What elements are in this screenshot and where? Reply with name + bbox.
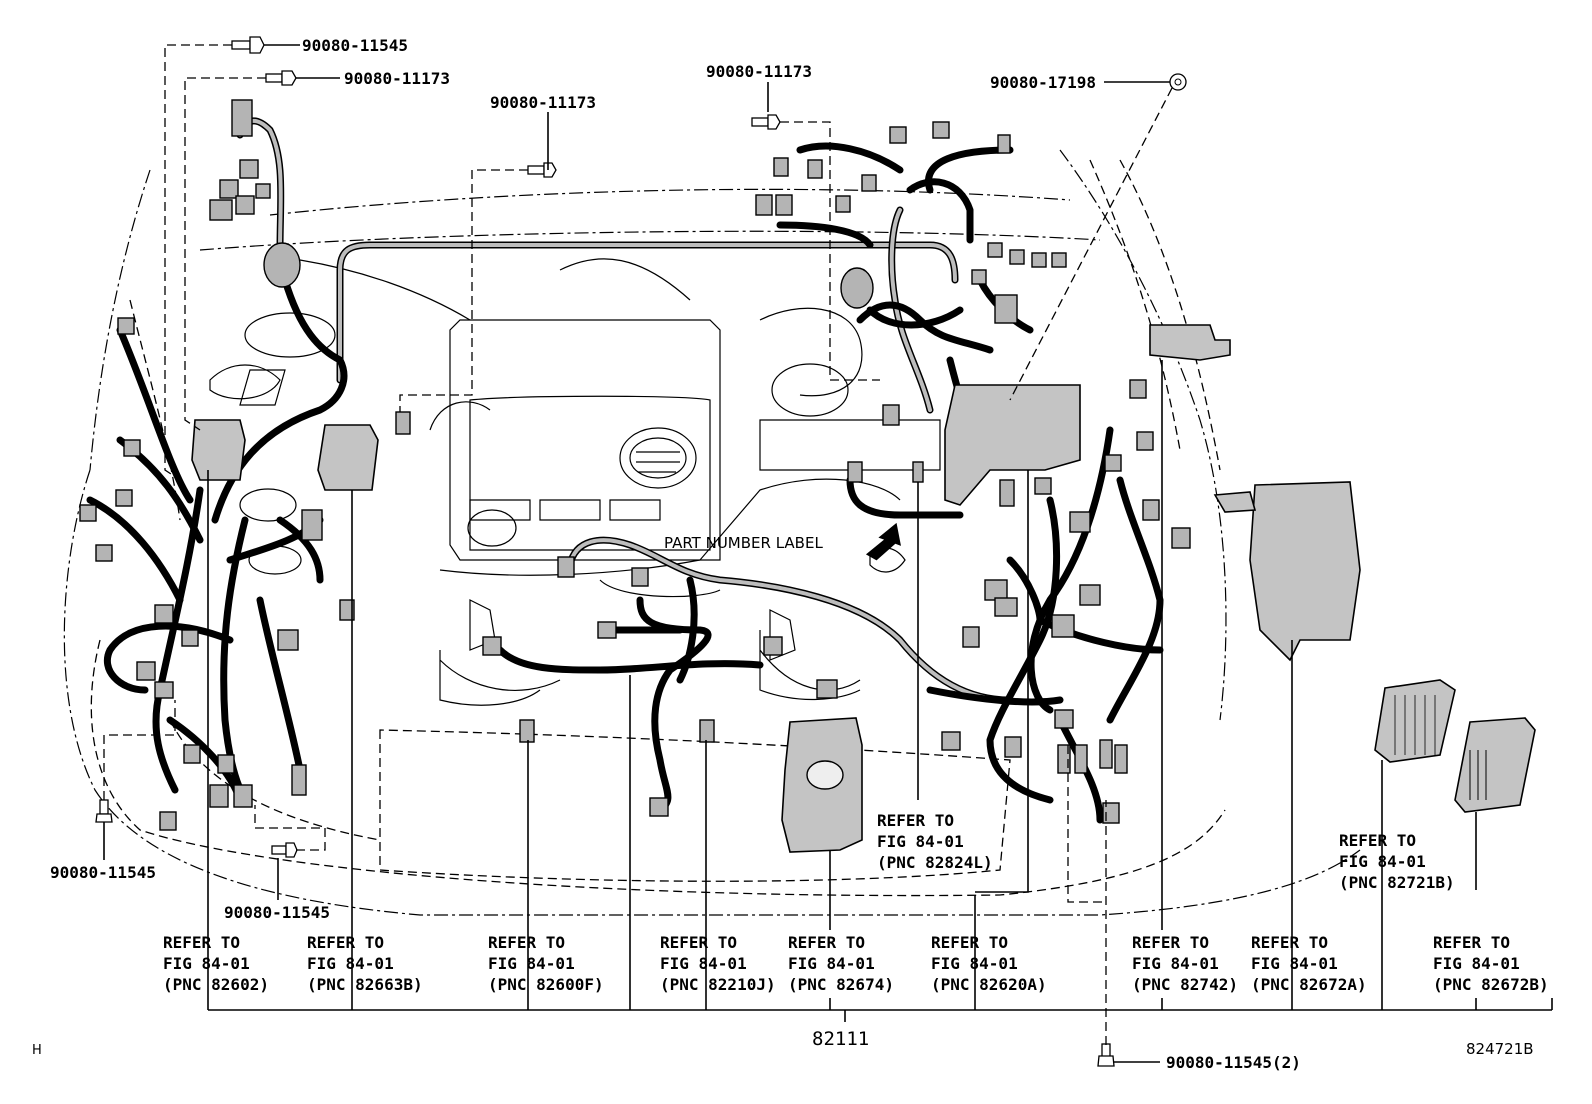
svg-text:(PNC 82672A): (PNC 82672A) (1251, 975, 1367, 994)
main-part-number: 82111 (812, 1028, 869, 1050)
fastener-label: 90080-17198 (990, 73, 1096, 92)
bolt-icon (527, 162, 557, 178)
main-harness (86, 117, 1164, 824)
bolt-icon (271, 842, 298, 858)
svg-text:REFER TO: REFER TO (488, 933, 565, 952)
svg-text:FIG 84-01: FIG 84-01 (877, 832, 964, 851)
svg-text:(PNC 82620A): (PNC 82620A) (931, 975, 1047, 994)
callout-pnc-82742: REFER TO FIG 84-01 (PNC 82742) (1132, 933, 1238, 994)
svg-text:FIG 84-01: FIG 84-01 (660, 954, 747, 973)
svg-text:(PNC 82674): (PNC 82674) (788, 975, 894, 994)
svg-text:REFER TO: REFER TO (163, 933, 240, 952)
svg-text:REFER TO: REFER TO (1433, 933, 1510, 952)
callout-pnc-82600f: REFER TO FIG 84-01 (PNC 82600F) (488, 933, 604, 994)
connectors (79, 99, 1191, 831)
svg-text:(PNC 82824L): (PNC 82824L) (877, 853, 993, 872)
callout-pnc-82663b: REFER TO FIG 84-01 (PNC 82663B) (307, 933, 423, 994)
svg-text:REFER TO: REFER TO (1339, 831, 1416, 850)
svg-text:REFER TO: REFER TO (660, 933, 737, 952)
svg-text:(PNC 82672B): (PNC 82672B) (1433, 975, 1549, 994)
part-number-label: PART NUMBER LABEL (664, 534, 823, 552)
fastener-label: 90080-11173 (490, 93, 596, 112)
callout-pnc-82602: REFER TO FIG 84-01 (PNC 82602) (163, 933, 269, 994)
svg-text:REFER TO: REFER TO (1132, 933, 1209, 952)
svg-text:REFER TO: REFER TO (1251, 933, 1328, 952)
svg-text:REFER TO: REFER TO (931, 933, 1008, 952)
svg-text:FIG 84-01: FIG 84-01 (1433, 954, 1520, 973)
callout-leaders (207, 360, 1553, 1022)
callout-pnc-82721b: REFER TO FIG 84-01 (PNC 82721B) (1339, 831, 1455, 892)
engine-bay-outline (63, 149, 1361, 916)
fastener-label: 90080-11173 (344, 69, 450, 88)
callout-pnc-82824l: REFER TO FIG 84-01 (PNC 82824L) (877, 811, 993, 872)
fastener-label: 90080-11545 (224, 903, 330, 922)
bolt-icon (751, 114, 781, 130)
callout-pnc-82672a: REFER TO FIG 84-01 (PNC 82672A) (1251, 933, 1367, 994)
bolt-icon (1097, 1043, 1115, 1067)
fastener-label: 90080-11545 (50, 863, 156, 882)
callout-pnc-82674: REFER TO FIG 84-01 (PNC 82674) (788, 933, 894, 994)
bolt-icon (265, 70, 297, 86)
fastener-label: 90080-11545 (302, 36, 408, 55)
relay-blocks (191, 324, 1536, 853)
svg-text:(PNC 82602): (PNC 82602) (163, 975, 269, 994)
svg-text:(PNC 82721B): (PNC 82721B) (1339, 873, 1455, 892)
figure-code: 824721B (1466, 1040, 1534, 1058)
svg-text:(PNC 82742): (PNC 82742) (1132, 975, 1238, 994)
fastener-label: 90080-11545(2) (1166, 1053, 1301, 1072)
bolt-icon (95, 799, 113, 823)
callout-pnc-82672b: REFER TO FIG 84-01 (PNC 82672B) (1433, 933, 1549, 994)
bolt-icon (231, 36, 265, 54)
svg-text:FIG 84-01: FIG 84-01 (1132, 954, 1219, 973)
svg-text:FIG 84-01: FIG 84-01 (1251, 954, 1338, 973)
svg-text:FIG 84-01: FIG 84-01 (788, 954, 875, 973)
svg-text:REFER TO: REFER TO (307, 933, 384, 952)
fastener-label: 90080-11173 (706, 62, 812, 81)
svg-text:FIG 84-01: FIG 84-01 (1339, 852, 1426, 871)
clip-icon (1169, 73, 1187, 91)
callout-pnc-82210j: REFER TO FIG 84-01 (PNC 82210J) (660, 933, 776, 994)
svg-text:REFER TO: REFER TO (788, 933, 865, 952)
fastener-leaders (103, 44, 1173, 1063)
svg-text:FIG 84-01: FIG 84-01 (163, 954, 250, 973)
svg-text:FIG 84-01: FIG 84-01 (931, 954, 1018, 973)
svg-text:(PNC 82210J): (PNC 82210J) (660, 975, 776, 994)
svg-text:FIG 84-01: FIG 84-01 (488, 954, 575, 973)
svg-text:(PNC 82663B): (PNC 82663B) (307, 975, 423, 994)
fastener-labels: 90080-11545 90080-11173 90080-11173 9008… (50, 36, 1301, 1072)
bolt-icons (95, 36, 1187, 1067)
svg-text:REFER TO: REFER TO (877, 811, 954, 830)
arrow-icon (865, 522, 901, 561)
corner-mark: H (32, 1043, 42, 1058)
svg-text:FIG 84-01: FIG 84-01 (307, 954, 394, 973)
svg-text:(PNC 82600F): (PNC 82600F) (488, 975, 604, 994)
callout-pnc-82620a: REFER TO FIG 84-01 (PNC 82620A) (931, 933, 1047, 994)
